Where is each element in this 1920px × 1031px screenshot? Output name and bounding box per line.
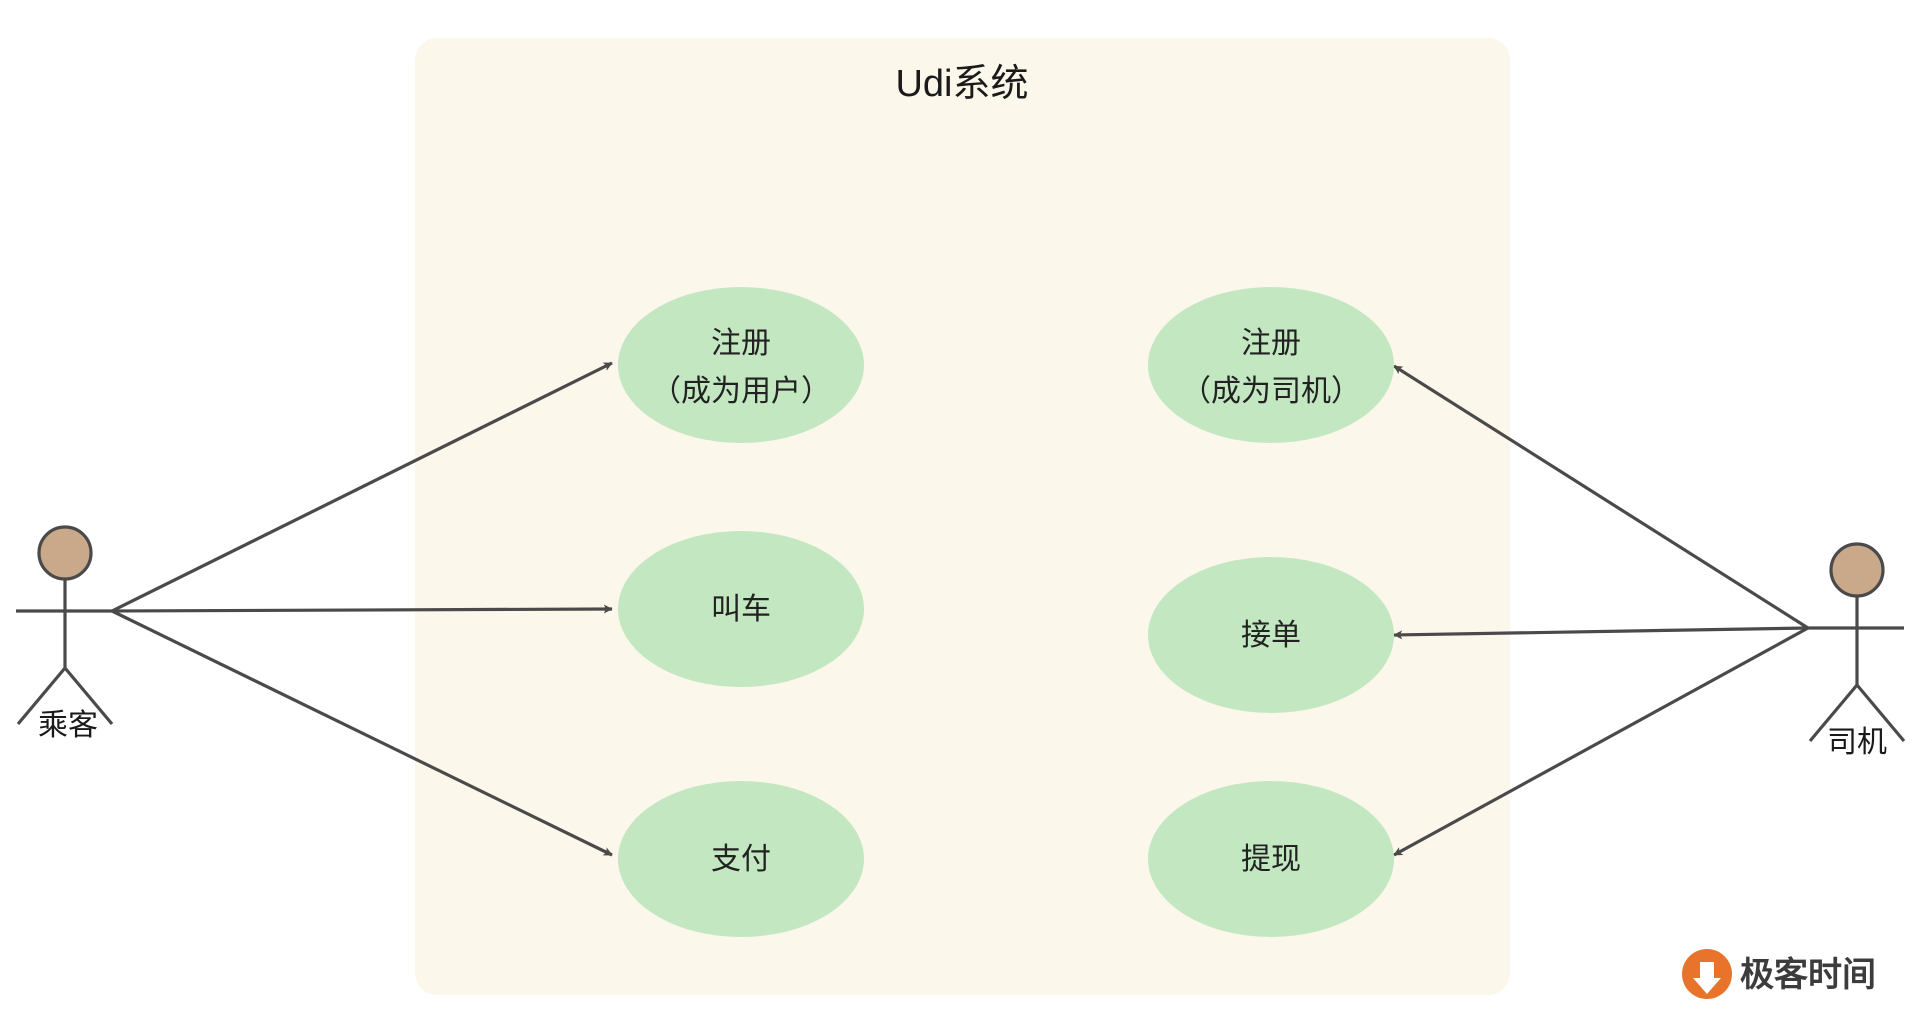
association-lines (111, 361, 1809, 857)
use-case-ellipse (618, 531, 864, 687)
use-case-label-line2: （成为司机） (1181, 375, 1361, 408)
system-boundary-box (415, 38, 1510, 995)
use-case-register-user[interactable]: 注册 （成为用户） (618, 287, 864, 443)
use-case-ellipse (1148, 557, 1394, 713)
use-case-accept-order[interactable]: 接单 (1148, 557, 1394, 713)
use-case-ellipse (1148, 287, 1394, 443)
association-driver-to-withdraw[interactable] (1393, 626, 1809, 857)
use-case-ellipse (1148, 781, 1394, 937)
watermark-geektime: 极客时间 (1682, 949, 1876, 999)
association-passenger-to-register-user[interactable] (111, 361, 613, 613)
use-case-label-line1: 注册 (711, 327, 771, 360)
actor-leg-right-line (1855, 683, 1906, 743)
use-case-call-car[interactable]: 叫车 (618, 531, 864, 687)
use-case-label-line1: 接单 (1241, 619, 1301, 652)
watermark-label: 极客时间 (1740, 955, 1876, 994)
use-case-register-driver[interactable]: 注册 （成为司机） (1148, 287, 1394, 443)
use-case-pay[interactable]: 支付 (618, 781, 864, 937)
actor-label-passenger: 乘客 (38, 709, 98, 742)
association-passenger-to-pay[interactable] (111, 609, 613, 857)
use-case-label-line1: 提现 (1241, 843, 1301, 876)
use-case-label-line2: （成为用户） (651, 375, 831, 408)
association-driver-to-register-driver[interactable] (1393, 364, 1809, 630)
system-boundary-title: Udi系统 (895, 63, 1028, 105)
actor-leg-left-line (1808, 683, 1859, 743)
use-case-ellipse (618, 781, 864, 937)
use-case-label-line1: 叫车 (711, 593, 771, 626)
use-case-label-line1: 支付 (711, 843, 771, 876)
actor-leg-left-line (16, 666, 67, 726)
use-case-withdraw[interactable]: 提现 (1148, 781, 1394, 937)
actor-head-icon (1829, 542, 1885, 598)
actor-head-icon (37, 525, 93, 581)
actor-leg-right-line (63, 666, 114, 726)
association-driver-to-accept-order[interactable] (1393, 626, 1809, 640)
actor-passenger[interactable]: 乘客 (16, 525, 114, 742)
geektime-logo-arrow-icon (1693, 962, 1721, 994)
use-case-ellipse (618, 287, 864, 443)
association-passenger-to-call-car[interactable] (111, 604, 613, 614)
actor-label-driver: 司机 (1827, 726, 1887, 759)
actor-driver[interactable]: 司机 (1808, 542, 1906, 759)
use-case-label-line1: 注册 (1241, 327, 1301, 360)
